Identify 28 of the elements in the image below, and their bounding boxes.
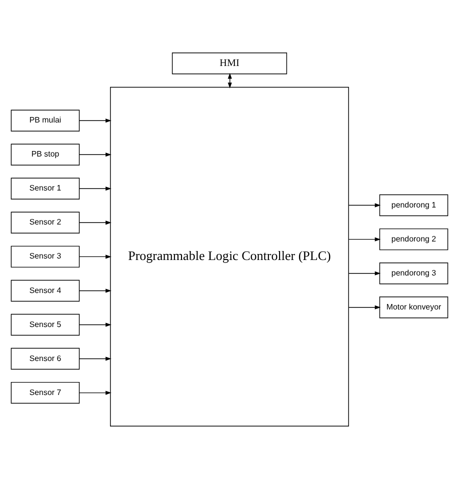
node-box: Sensor 1 (10, 177, 80, 199)
node-box: Sensor 3 (10, 245, 80, 268)
arrow (348, 202, 381, 207)
arrow (79, 118, 112, 122)
node-box: pendorong 2 (379, 228, 448, 250)
node-box: Motor konveyor (379, 296, 448, 318)
node-box: Sensor 5 (10, 313, 80, 336)
arrow (348, 304, 381, 309)
node-box: Sensor 6 (10, 347, 80, 370)
arrow (348, 270, 381, 275)
node-box: PB stop (10, 143, 80, 165)
arrow (79, 390, 112, 394)
node-box: pendorong 1 (379, 194, 448, 216)
arrow (79, 152, 112, 156)
arrow (79, 356, 112, 360)
arrow (79, 322, 112, 326)
arrow (79, 288, 112, 292)
node-box: Programmable Logic Controller (PLC) (110, 86, 349, 426)
node-box: pendorong 3 (379, 262, 448, 284)
arrow (79, 186, 112, 190)
node-box: Sensor 7 (10, 381, 80, 404)
node-box: Sensor 2 (10, 211, 80, 234)
arrow (79, 220, 112, 224)
node-box: Sensor 4 (10, 279, 80, 302)
arrow (79, 254, 112, 258)
node-box: HMI (172, 52, 288, 74)
arrow (348, 236, 381, 241)
node-box: PB mulai (10, 109, 80, 131)
